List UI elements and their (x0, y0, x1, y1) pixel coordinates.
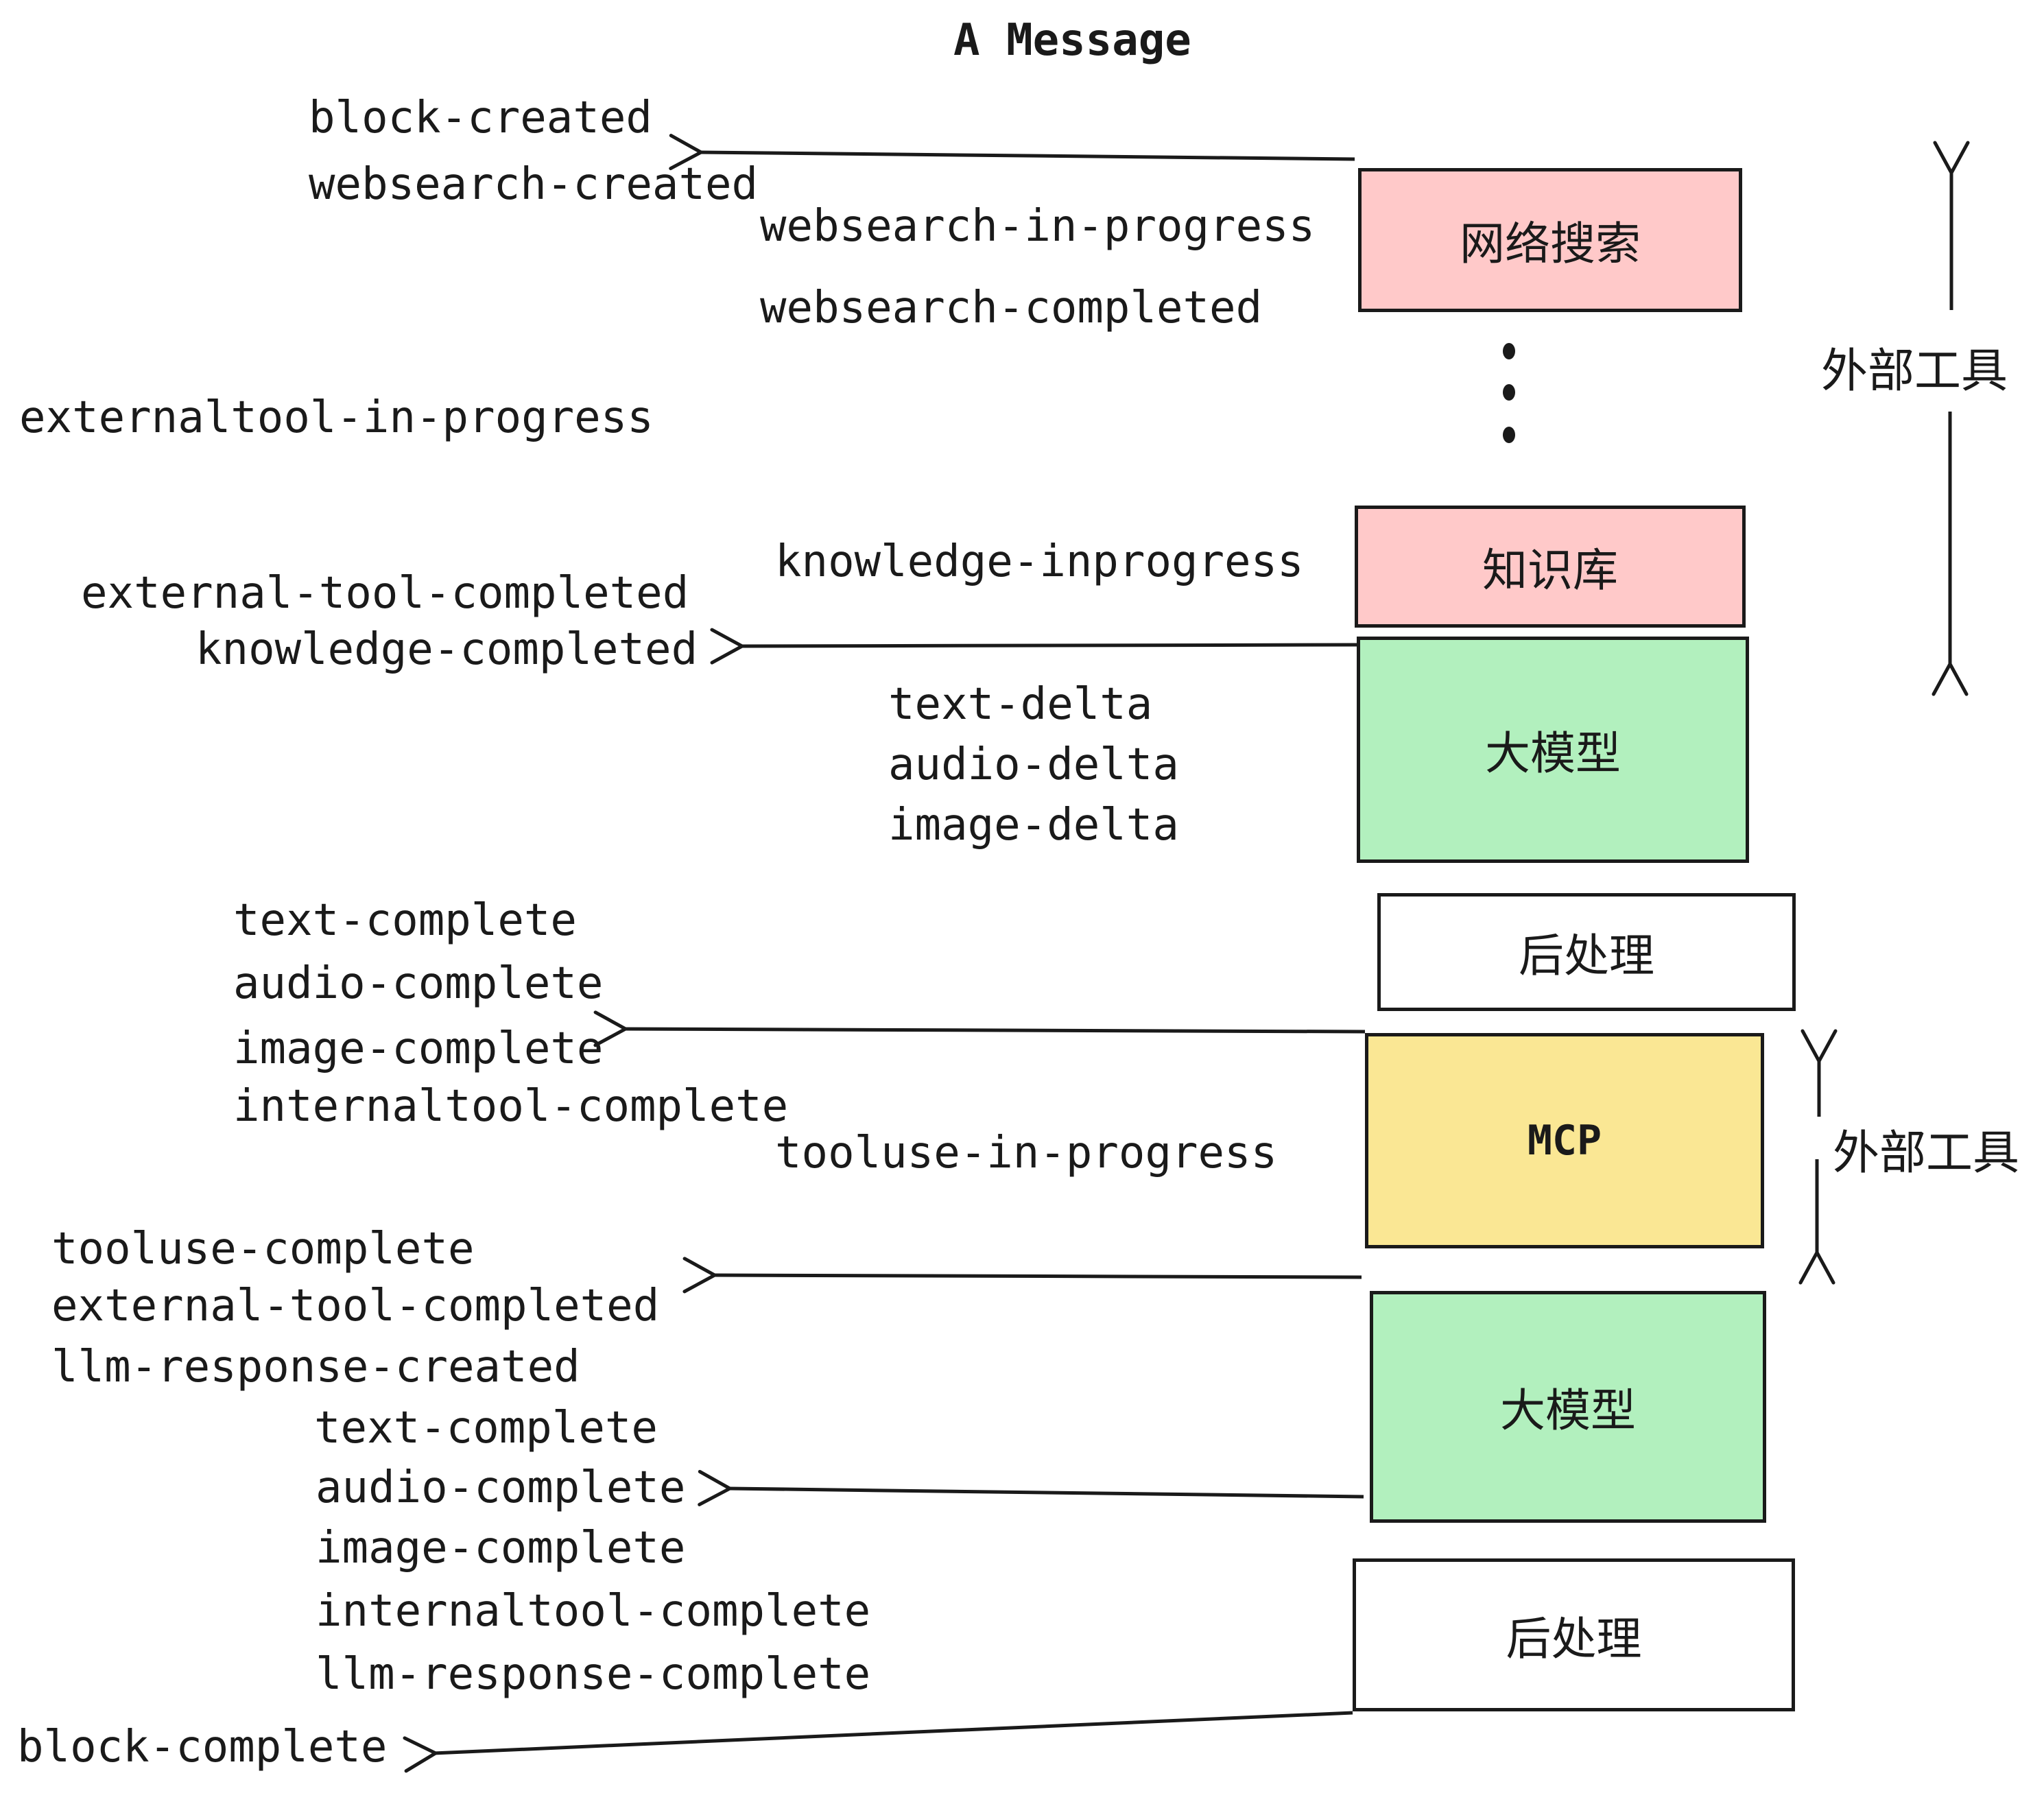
event-label-image-delta-1: image-delta (888, 800, 1179, 851)
diagram-title: A Message (953, 15, 1191, 66)
postprocess-box-1: 后处理 (1377, 893, 1796, 1011)
postprocess-box-2: 后处理 (1353, 1558, 1795, 1711)
event-label-audio-complete-1: audio-complete (233, 958, 604, 1009)
knowledge-box: 知识库 (1355, 506, 1746, 628)
ellipsis-dots-1 (1503, 343, 1515, 359)
mcp-box-label: MCP (1527, 1117, 1602, 1165)
event-label-websearch-created: websearch-created (309, 159, 759, 210)
external-tools-label-1: 外部工具 (1821, 344, 2008, 399)
llm-box-1: 大模型 (1357, 637, 1749, 863)
arrow-to-block-complete (434, 1711, 1353, 1753)
mcp-box: MCP (1365, 1033, 1764, 1248)
event-label-text-complete-2: text-complete (314, 1403, 658, 1453)
event-label-block-created: block-created (309, 93, 652, 143)
event-label-audio-complete-2: audio-complete (316, 1462, 686, 1513)
event-label-knowledge-completed: knowledge-completed (195, 624, 698, 675)
event-label-text-delta-1: text-delta (888, 679, 1153, 730)
event-label-llm-response-complete: llm-response-complete (316, 1649, 871, 1700)
event-label-image-complete-2: image-complete (316, 1523, 686, 1574)
event-label-tooluse-complete: tooluse-complete (51, 1224, 475, 1274)
knowledge-box-label: 知识库 (1482, 544, 1618, 597)
arrow-to-external-tool-completed (713, 1275, 1362, 1277)
arrow-to-audio-complete (728, 1488, 1364, 1497)
event-label-externaltool-in-progress: externaltool-in-progress (19, 392, 654, 443)
event-label-internaltool-complete-2: internaltool-complete (316, 1586, 871, 1637)
event-label-websearch-in-progress: websearch-in-progress (760, 201, 1316, 252)
event-label-tooluse-in-progress: tooluse-in-progress (775, 1128, 1278, 1178)
ellipsis-dots-3 (1503, 427, 1515, 443)
event-label-llm-response-created: llm-response-created (51, 1342, 580, 1392)
event-label-block-complete: block-complete (17, 1722, 388, 1772)
postprocess-box-2-label: 后处理 (1506, 1612, 1642, 1665)
postprocess-box-1-label: 后处理 (1519, 929, 1654, 982)
ellipsis-dots-2 (1503, 384, 1515, 401)
arrow-to-block-created (700, 152, 1355, 159)
event-label-text-complete-1: text-complete (233, 895, 577, 946)
llm-box-2-label: 大模型 (1500, 1384, 1636, 1437)
event-label-external-tool-completed-2: external-tool-completed (51, 1281, 660, 1331)
llm-box-1-label: 大模型 (1485, 727, 1621, 780)
event-label-image-complete-1: image-complete (233, 1023, 604, 1074)
websearch-box-label: 网络搜索 (1460, 217, 1641, 270)
arrow-to-knowledge-completed (741, 645, 1357, 646)
llm-box-2: 大模型 (1370, 1291, 1766, 1523)
event-label-audio-delta-1: audio-delta (888, 739, 1179, 790)
websearch-box: 网络搜索 (1358, 168, 1742, 312)
arrow-to-image-complete (624, 1029, 1366, 1032)
event-label-external-tool-completed-1: external-tool-completed (81, 568, 689, 619)
event-label-internaltool-complete-1: internaltool-complete (233, 1081, 789, 1132)
event-label-websearch-completed: websearch-completed (760, 283, 1263, 333)
event-label-knowledge-inprogress: knowledge-inprogress (775, 536, 1304, 587)
external-tools-label-2: 外部工具 (1833, 1126, 2020, 1180)
